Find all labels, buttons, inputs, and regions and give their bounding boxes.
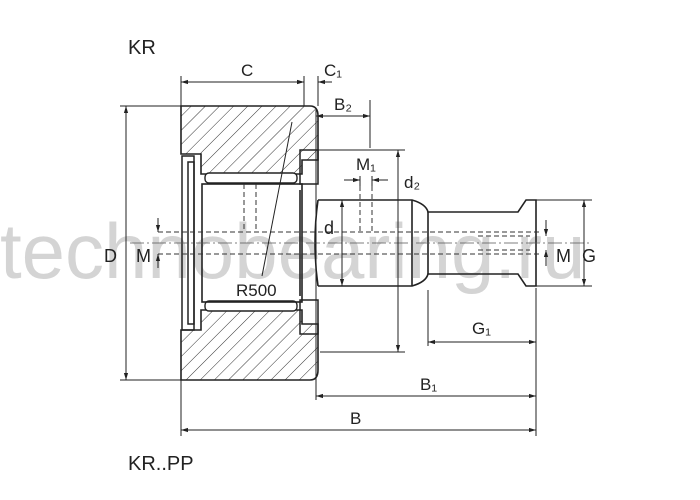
dim-m1: M₁ (356, 155, 376, 174)
hidden-lines (158, 178, 540, 255)
dim-b2: B₂ (334, 95, 352, 114)
title-kr: KR (128, 37, 156, 59)
dim-D: D (104, 246, 117, 266)
outer-ring (180, 105, 319, 381)
dim-g: G (582, 246, 596, 266)
dim-m-left: M (136, 246, 151, 266)
watermark: technobearing.ru (0, 207, 585, 295)
dimension-lines (120, 76, 592, 436)
dim-d: d (324, 218, 334, 238)
dim-c1: C₁ (324, 61, 342, 80)
dim-b: B (350, 409, 361, 428)
dim-g1: G₁ (472, 319, 491, 338)
dim-d2: d₂ (404, 173, 420, 192)
dimension-labels: C C₁ B₂ M₁ d₂ d D M M G G₁ B₁ B R500 (104, 61, 596, 428)
dim-m-right: M (556, 246, 571, 266)
dim-r500: R500 (236, 281, 277, 300)
needle-rollers (204, 172, 298, 312)
title-kr-pp: KR..PP (128, 453, 194, 475)
dim-b1: B₁ (420, 375, 437, 394)
dim-c: C (241, 61, 253, 80)
